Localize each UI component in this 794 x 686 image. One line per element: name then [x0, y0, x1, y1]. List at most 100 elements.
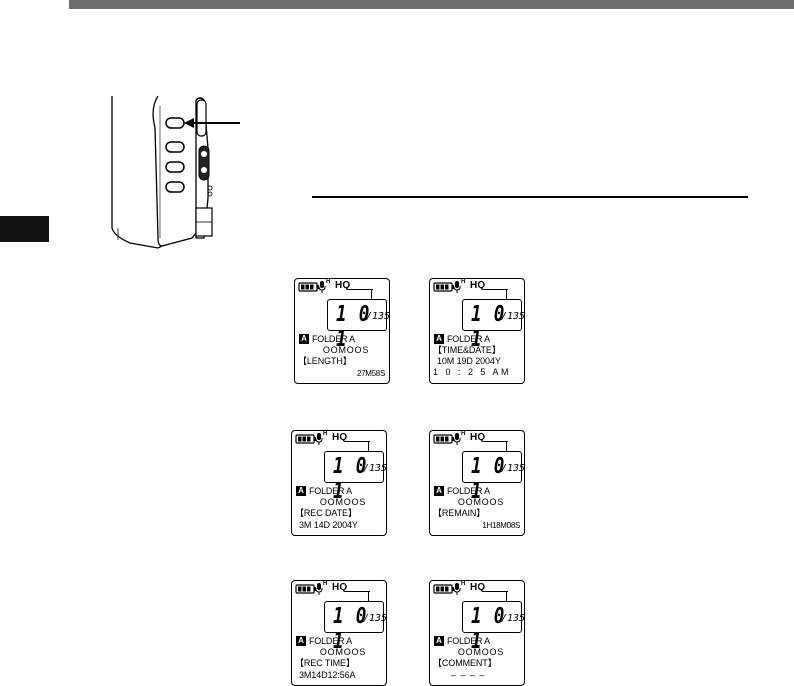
info-extra: 10M 19D 2004Y [437, 356, 501, 366]
info-value: 1 0 : 2 5 AM [433, 367, 512, 377]
total-files: /135 [366, 311, 390, 322]
file-number: 1 0 1 [471, 604, 506, 654]
file-number-box: 1 0 1 /135 [327, 299, 390, 352]
info-value: – – – – [451, 670, 486, 680]
microphone-icon [315, 433, 323, 445]
status-bar: H HQ [430, 279, 524, 299]
side-button-1 [165, 117, 185, 129]
file-name: OOMOOS [457, 647, 505, 657]
info-value: 3M14D12:56A [299, 670, 356, 680]
folder-icon: A [434, 636, 444, 646]
total-files: /135 [501, 311, 525, 322]
folder-icon: A [296, 486, 306, 496]
file-number-box: 1 0 1 /135 [462, 299, 525, 352]
folder-label: FOLDER A [447, 334, 490, 344]
microphone-icon [318, 281, 326, 293]
side-button-3 [165, 161, 185, 173]
chapter-tab-marker [0, 216, 49, 242]
mic-sensitivity-label: H [323, 431, 328, 437]
voice-recorder-side-illustration [111, 95, 240, 249]
header-bar [69, 0, 794, 9]
info-label: 【TIME&DATE】 [433, 345, 501, 355]
recording-mode-label: HQ [332, 432, 348, 443]
folder-label: FOLDER A [447, 636, 490, 646]
arrow-icon [184, 118, 240, 128]
file-name: OOMOOS [319, 497, 367, 507]
status-bar: H HQ [295, 279, 389, 299]
divider-rule [312, 196, 748, 198]
battery-icon [295, 584, 316, 594]
microphone-icon [315, 583, 323, 595]
status-bar: H HQ [292, 581, 386, 601]
file-number-box: 1 0 1 /135 [462, 601, 524, 654]
divider [506, 441, 507, 451]
info-value: 27M58S [357, 369, 385, 378]
file-number-box: 1 0 1 /135 [462, 451, 525, 504]
folder-icon: A [434, 486, 444, 496]
file-number: 1 0 1 [333, 604, 368, 654]
folder-label: FOLDER A [312, 334, 355, 344]
file-name: OOMOOS [457, 497, 505, 507]
divider [346, 441, 370, 442]
divider [484, 289, 508, 290]
recording-mode-label: HQ [335, 280, 351, 291]
file-number: 1 0 1 [471, 454, 506, 504]
recording-mode-label: HQ [470, 432, 486, 443]
mic-sensitivity-label: H [326, 279, 331, 285]
mic-sensitivity-label: H [461, 279, 466, 285]
folder-label: FOLDER A [447, 486, 490, 496]
battery-icon [298, 282, 319, 292]
total-files: /135 [363, 613, 387, 624]
status-bar: H HQ [430, 431, 524, 451]
divider [484, 441, 508, 442]
microphone-icon [453, 281, 461, 293]
battery-icon [433, 434, 454, 444]
info-label: 【REC DATE】 [295, 508, 357, 518]
side-button-4 [165, 181, 185, 193]
mic-sensitivity-label: H [461, 581, 466, 587]
divider [368, 591, 369, 601]
status-bar: H HQ [430, 581, 524, 601]
divider [346, 591, 370, 592]
info-label: 【REC TIME】 [295, 658, 355, 668]
recording-mode-label: HQ [332, 582, 348, 593]
total-files: /135 [363, 463, 387, 474]
recording-mode-label: HQ [470, 582, 486, 593]
file-name: OOMOOS [322, 345, 370, 355]
mic-sensitivity-label: H [461, 431, 466, 437]
microphone-icon [453, 583, 461, 595]
divider [349, 289, 373, 290]
battery-icon [295, 434, 316, 444]
info-label: 【REMAIN】 [433, 508, 486, 518]
folder-label: FOLDER A [309, 486, 352, 496]
file-name: OOMOOS [319, 647, 367, 657]
file-number-box: 1 0 1 /135 [324, 451, 387, 504]
battery-icon [433, 282, 454, 292]
divider [484, 591, 508, 592]
status-bar: H HQ [292, 431, 386, 451]
file-number: 1 0 1 [333, 454, 368, 504]
divider [506, 591, 507, 601]
divider [371, 289, 372, 299]
battery-icon [433, 584, 454, 594]
info-label: 【COMMENT】 [433, 658, 497, 668]
side-button-2 [165, 141, 185, 153]
folder-icon: A [434, 334, 444, 344]
folder-icon: A [299, 334, 309, 344]
divider [506, 289, 507, 299]
info-label: 【LENGTH】 [298, 356, 352, 366]
total-files: /135 [501, 463, 525, 474]
file-number: 1 0 1 [336, 302, 371, 352]
mic-sensitivity-label: H [323, 581, 328, 587]
